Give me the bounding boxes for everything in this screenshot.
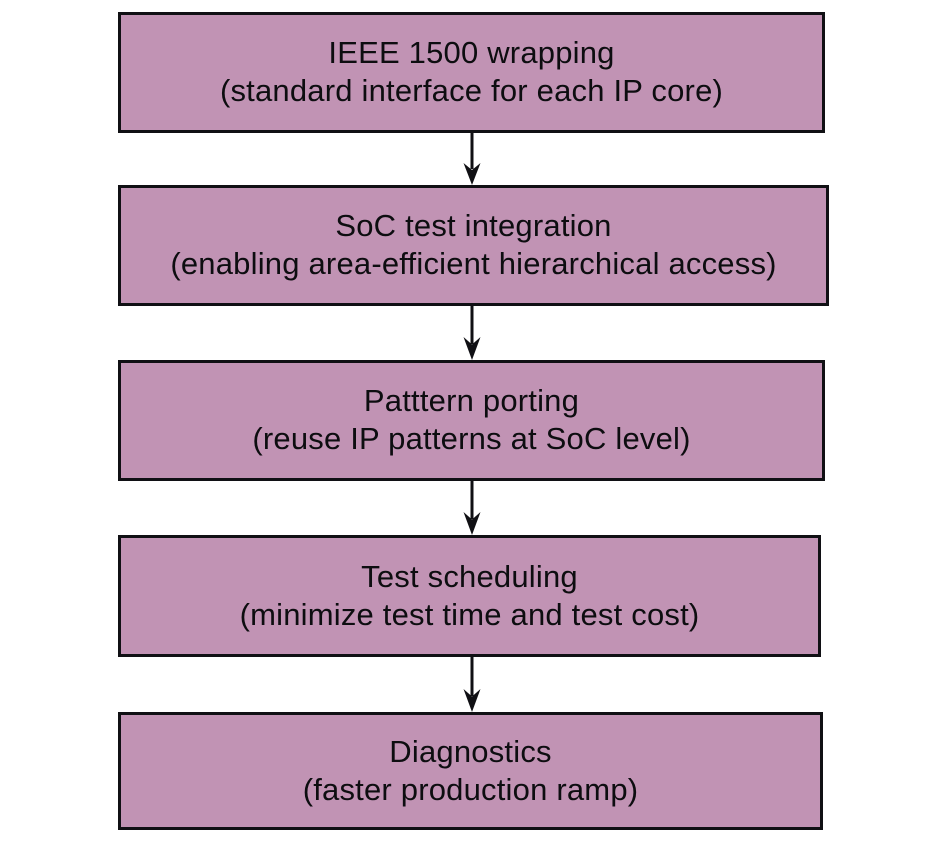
- node-title: Diagnostics: [389, 733, 552, 769]
- connector-arrow-3: [463, 481, 481, 535]
- node-title: Patttern porting: [363, 383, 580, 419]
- node-subtitle: (minimize test time and test cost): [239, 596, 700, 632]
- flowchart-node-test-scheduling: Test scheduling (minimize test time and …: [118, 535, 821, 657]
- connector-arrow-4: [463, 657, 481, 712]
- flowchart-node-ieee-1500-wrapping: IEEE 1500 wrapping (standard interface f…: [118, 12, 825, 133]
- node-title: SoC test integration: [335, 208, 612, 244]
- connector-arrow-1: [463, 133, 481, 185]
- node-subtitle: (reuse IP patterns at SoC level): [252, 421, 691, 456]
- connector-arrow-2: [463, 306, 481, 360]
- node-subtitle: (standard interface for each IP core): [219, 73, 724, 108]
- node-title: Test scheduling: [361, 558, 578, 594]
- flowchart-node-soc-test-integration: SoC test integration (enabling area-effi…: [118, 185, 829, 306]
- node-subtitle: (faster production ramp): [302, 771, 639, 807]
- node-title: IEEE 1500 wrapping: [328, 35, 615, 71]
- flowchart-node-pattern-porting: Patttern porting (reuse IP patterns at S…: [118, 360, 825, 481]
- node-subtitle: (enabling area-efficient hierarchical ac…: [170, 246, 777, 281]
- flowchart-node-diagnostics: Diagnostics (faster production ramp): [118, 712, 823, 830]
